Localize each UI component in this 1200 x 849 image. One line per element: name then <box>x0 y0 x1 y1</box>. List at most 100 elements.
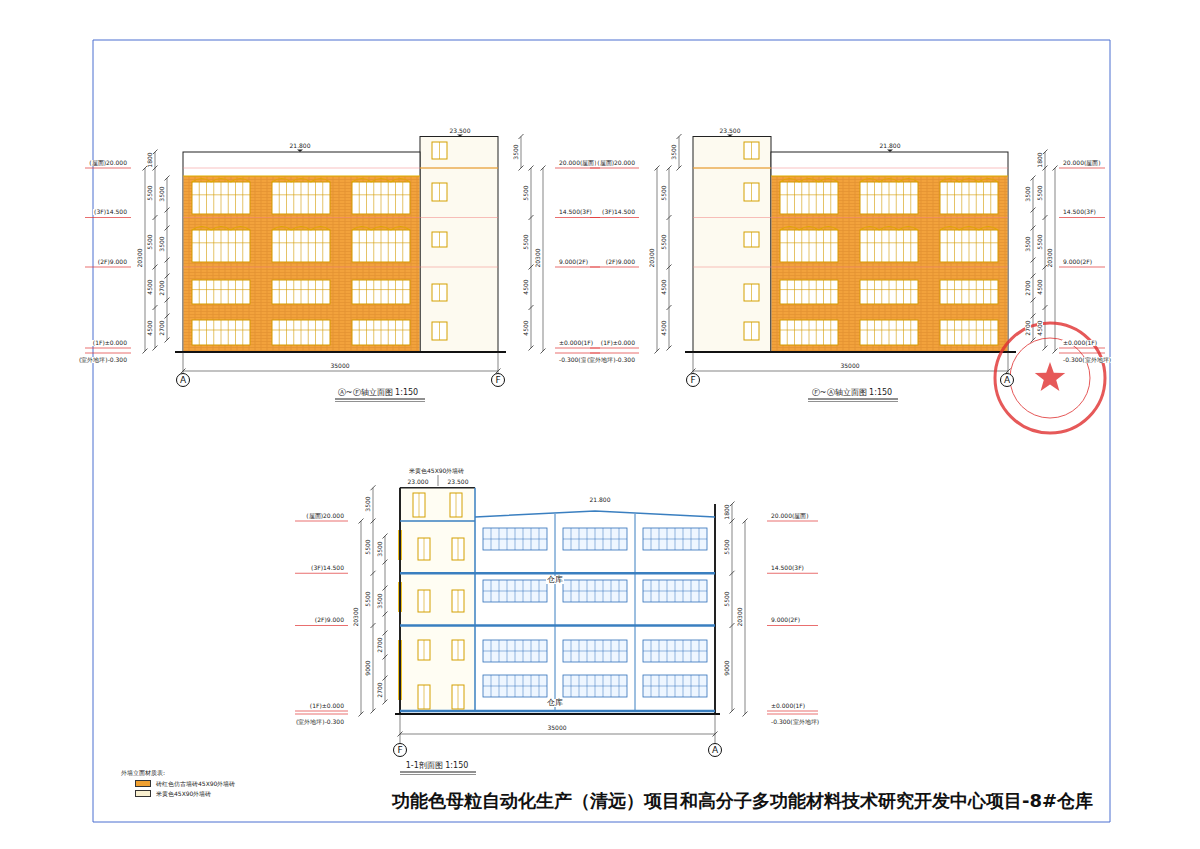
drawing-title: 功能色母粒自动化生产（清远）项目和高分子多功能材料技术研究开发中心项目-8#仓库 <box>392 792 1093 810</box>
dimension-label: 3500 <box>159 185 165 202</box>
dimension-tick <box>1031 314 1036 319</box>
window-mullion <box>954 320 955 345</box>
stair-window <box>432 142 447 159</box>
level-line <box>1059 217 1105 218</box>
window-mullion <box>983 280 984 304</box>
drawing-label: 23.500 <box>447 479 470 485</box>
dimension-tick <box>359 712 364 717</box>
window-mullion <box>242 182 243 214</box>
window <box>643 528 707 550</box>
window-mullion <box>315 182 316 214</box>
stair-window <box>432 322 447 340</box>
dimension-label: 1800 <box>1037 151 1043 168</box>
level-line <box>590 217 639 218</box>
window-mullion <box>235 230 236 262</box>
seal-ring <box>1010 338 1090 418</box>
dimension-tick <box>519 166 524 171</box>
dimension-tick <box>519 134 524 139</box>
main-volume <box>183 152 420 352</box>
window-mullion <box>221 280 222 304</box>
title-underline <box>335 401 425 402</box>
window-mullion <box>322 182 323 214</box>
drawing-label: (2F)9.000 <box>605 259 636 265</box>
window-mullion <box>206 230 207 262</box>
stair-window <box>452 685 464 709</box>
window-mullion <box>990 230 991 262</box>
level-triangle <box>727 135 733 137</box>
window-mullion <box>293 230 294 262</box>
floor-slab <box>400 624 715 627</box>
window-mullion <box>896 230 897 262</box>
dimension-tick <box>1031 274 1036 279</box>
seal-stamp <box>995 323 1105 433</box>
dimension-label: 5500 <box>724 590 730 607</box>
window-arch <box>899 227 918 231</box>
level-line <box>767 521 818 522</box>
window-mullion <box>213 280 214 304</box>
window-mullion <box>366 230 367 262</box>
window-mullion <box>213 320 214 345</box>
brick-cladding <box>772 176 1008 352</box>
window-mullion <box>903 230 904 262</box>
window-mullion <box>947 230 948 262</box>
window-arch <box>311 179 330 183</box>
window-mullion <box>787 320 788 345</box>
stair-tower <box>693 137 771 353</box>
dimension-line <box>657 168 658 351</box>
dimension-tick <box>383 676 388 681</box>
dimension-label: 3500 <box>1025 235 1031 252</box>
window-mullion <box>381 320 382 345</box>
dimension-tick <box>383 612 388 617</box>
dimension-tick <box>165 298 170 303</box>
window-mullion <box>954 182 955 214</box>
drawing-label: 14.500(3F) <box>558 209 593 215</box>
window-transom <box>272 194 330 195</box>
window-arch <box>291 179 310 183</box>
dimension-label: 20300 <box>353 606 359 627</box>
window-mullion <box>228 230 229 262</box>
drawing-label: (2F)9.000 <box>314 617 345 623</box>
window-mullion <box>867 280 868 304</box>
window-transom <box>780 242 838 243</box>
window-mullion <box>874 182 875 214</box>
dimension-tick <box>743 519 748 524</box>
dimension-tick <box>153 305 158 310</box>
drawing-label: 仓库 <box>546 576 564 584</box>
dimension-line <box>361 521 362 714</box>
dimension-label: 4500 <box>661 278 667 295</box>
window-mullion <box>787 280 788 304</box>
drawing-label: ±0.000(1F) <box>558 340 594 346</box>
window-mullion <box>199 280 200 304</box>
window-arch <box>391 227 410 231</box>
window <box>643 675 707 697</box>
window-mullion <box>424 685 425 709</box>
dimension-label: 1800 <box>147 151 153 168</box>
window <box>483 528 547 550</box>
level-line <box>767 711 818 712</box>
window-mullion <box>830 230 831 262</box>
dimension-tick <box>1043 215 1048 220</box>
ground-line <box>685 351 1016 353</box>
window-arch <box>799 179 818 183</box>
window-transom <box>860 194 918 195</box>
dimension-line <box>531 168 532 348</box>
stair-tower <box>420 137 498 353</box>
window-transom <box>643 651 707 652</box>
window-mullion <box>213 230 214 262</box>
window-mullion <box>206 320 207 345</box>
window-mullion <box>293 280 294 304</box>
window-mullion <box>969 320 970 345</box>
dimension-label: 2700 <box>159 319 165 336</box>
dimension-label: 5500 <box>1037 233 1043 250</box>
axis-circle: F <box>686 373 700 387</box>
window-transom <box>860 242 918 243</box>
window-transom <box>643 686 707 687</box>
window-mullion <box>315 280 316 304</box>
window-mullion <box>301 182 302 214</box>
stair-window <box>418 640 430 660</box>
window-mullion <box>301 320 302 345</box>
dimension-tick <box>383 700 388 705</box>
dimension-label: 3500 <box>513 143 519 160</box>
window-mullion <box>990 320 991 345</box>
